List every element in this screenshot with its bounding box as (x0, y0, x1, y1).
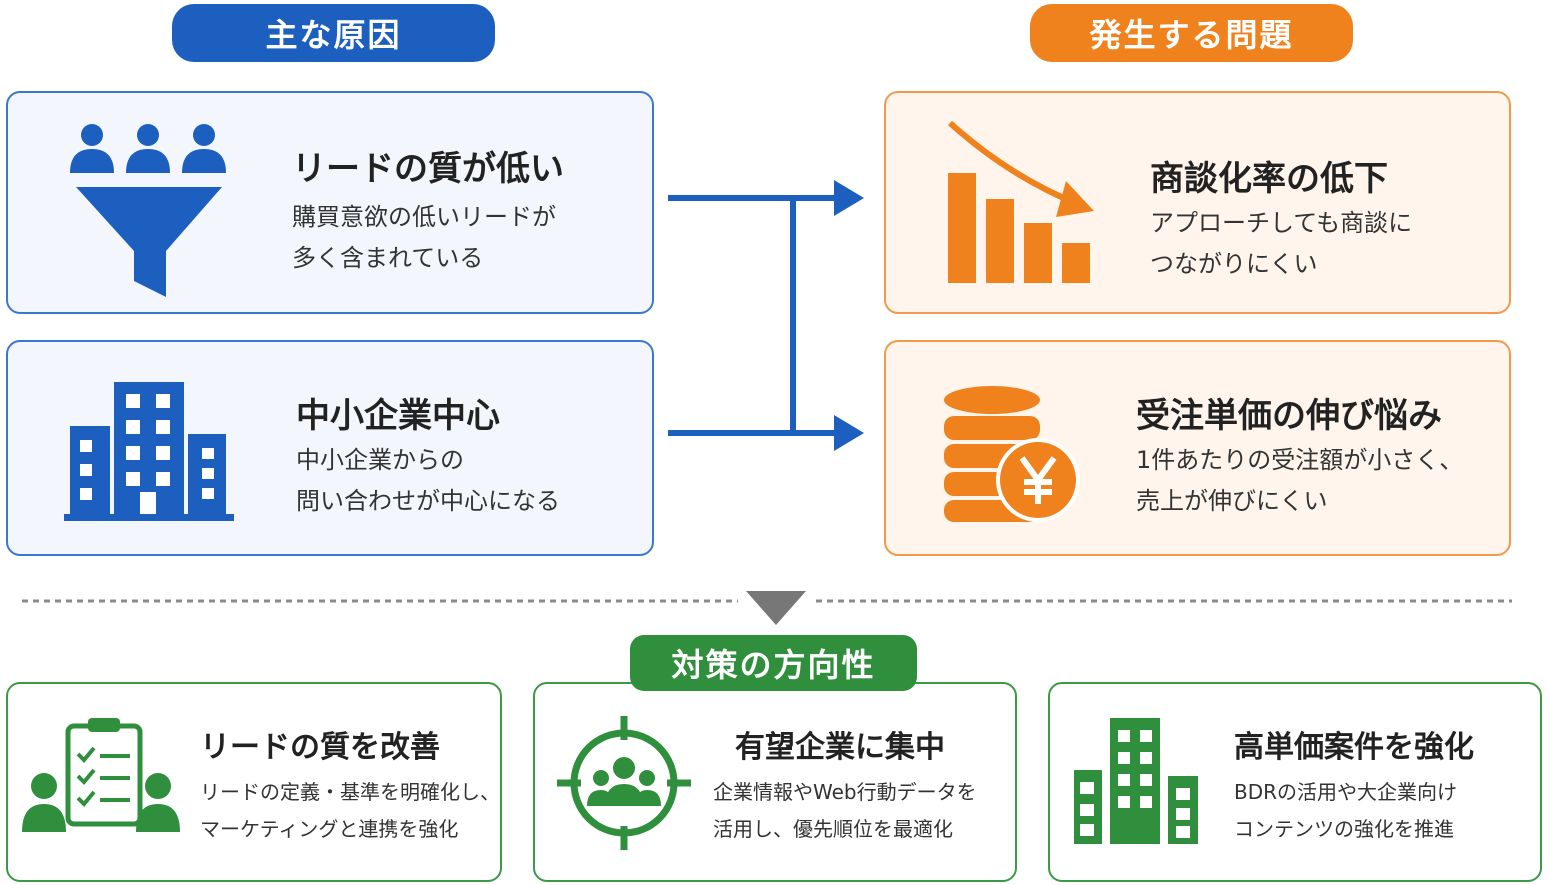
measure-title: 有望企業に集中 (735, 730, 945, 765)
measure-desc: リードの定義・基準を明確化し、 マーケティングと連携を強化 (200, 780, 500, 841)
causes-header: 主な原因 (172, 4, 495, 62)
problem-desc: 1件あたりの受注額が小さく、 売上が伸びにくい (1136, 446, 1464, 515)
declining-chart-icon (947, 120, 1094, 283)
checklist-people-icon (22, 718, 180, 832)
measure-title: リードの質を改善 (200, 730, 440, 765)
measure-card-high-value: 高単価案件を強化 BDRの活用や大企業向け コンテンツの強化を推進 (1048, 682, 1542, 882)
problem-title: 受注単価の伸び悩み (1136, 396, 1442, 436)
problem-title: 商談化率の低下 (1150, 159, 1388, 199)
down-triangle-icon (746, 591, 806, 625)
office-buildings-icon (1074, 718, 1198, 844)
measure-card-lead-quality: リードの質を改善 リードの定義・基準を明確化し、 マーケティングと連携を強化 (6, 682, 502, 882)
cause-title: リードの質が低い (292, 149, 564, 189)
measure-card-target: 有望企業に集中 企業情報やWeb行動データを 活用し、優先順位を最適化 (533, 682, 1017, 882)
target-group-icon (557, 716, 691, 850)
cause-desc: 中小企業からの 問い合わせが中心になる (296, 446, 560, 515)
measure-desc: 企業情報やWeb行動データを 活用し、優先順位を最適化 (713, 780, 977, 841)
coins-yen-icon (944, 386, 1080, 522)
cause-title: 中小企業中心 (296, 396, 500, 436)
funnel-people-icon (70, 124, 226, 297)
cause-card-smb: 中小企業中心 中小企業からの 問い合わせが中心になる (6, 340, 654, 556)
cause-desc: 購買意欲の低いリードが 多く含まれている (292, 203, 556, 272)
cause-to-problem-connector (668, 180, 864, 451)
problem-desc: アプローチしても商談に つながりにくい (1150, 209, 1413, 278)
cause-card-lead-quality: リードの質が低い 購買意欲の低いリードが 多く含まれている (6, 91, 654, 314)
problems-header: 発生する問題 (1030, 4, 1353, 62)
building-icon (64, 382, 234, 521)
problem-card-unit-price: 受注単価の伸び悩み 1件あたりの受注額が小さく、 売上が伸びにくい (884, 340, 1511, 556)
section-divider (22, 591, 1512, 625)
measure-desc: BDRの活用や大企業向け コンテンツの強化を推進 (1234, 780, 1458, 841)
problem-card-conversion: 商談化率の低下 アプローチしても商談に つながりにくい (884, 91, 1511, 314)
measures-header: 対策の方向性 (630, 635, 917, 691)
measure-title: 高単価案件を強化 (1234, 730, 1474, 765)
